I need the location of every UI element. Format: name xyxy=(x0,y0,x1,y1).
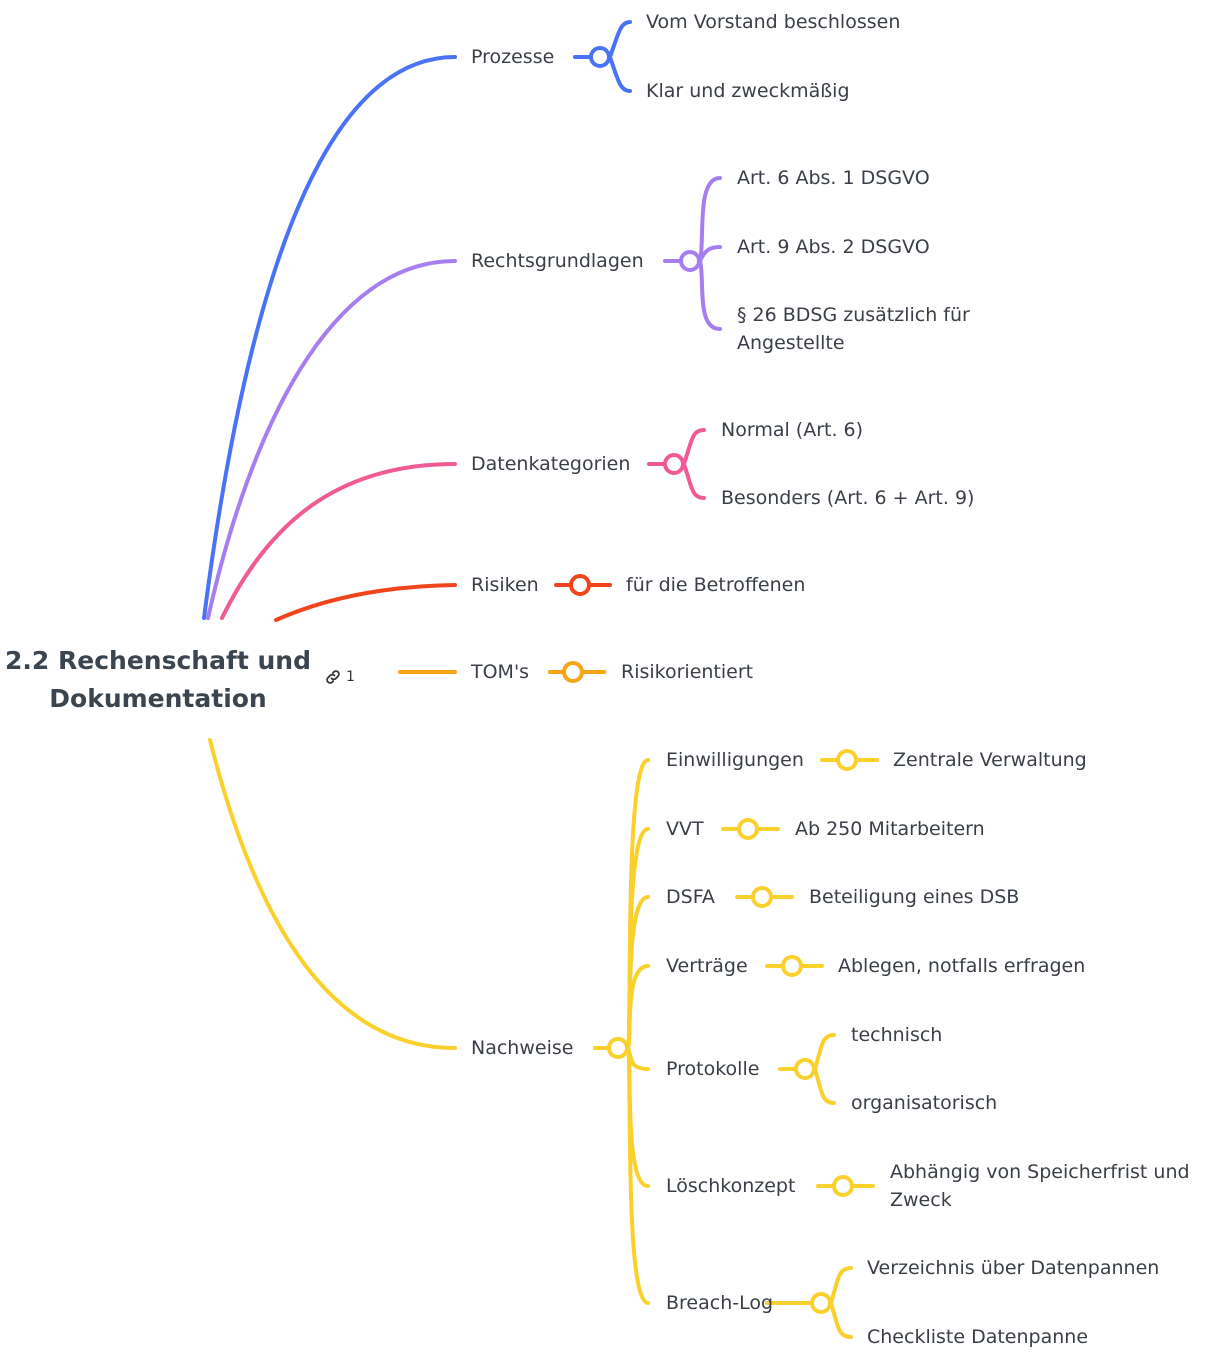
node-toms xyxy=(562,661,584,683)
subtopic-breachlog[interactable]: Breach-Log xyxy=(666,1292,774,1314)
subtopic-einwilligungen[interactable]: Einwilligungen xyxy=(666,749,804,771)
subtopic-besonders[interactable]: Besonders (Art. 6 + Art. 9) xyxy=(721,487,975,509)
link-count: 1 xyxy=(346,669,355,685)
leaf-beteiligung-dsb[interactable]: Beteiligung eines DSB xyxy=(809,886,1020,908)
topic-rechtsgrundlagen[interactable]: Rechtsgrundlagen xyxy=(471,250,644,272)
leaf-organisatorisch[interactable]: organisatorisch xyxy=(851,1092,998,1114)
connector-nachweise xyxy=(208,738,457,1050)
subtopic-art6[interactable]: Art. 6 Abs. 1 DSGVO xyxy=(737,167,930,189)
connector-prozesse xyxy=(202,55,457,620)
topic-nachweise[interactable]: Nachweise xyxy=(471,1037,574,1059)
root-link-badge[interactable]: 1 xyxy=(324,668,355,686)
topic-toms[interactable]: TOM's xyxy=(471,661,530,683)
connector-datenkategorien xyxy=(220,462,457,620)
topic-datenkategorien[interactable]: Datenkategorien xyxy=(471,453,631,475)
node-risiken xyxy=(569,574,591,596)
node-protokolle xyxy=(794,1058,816,1080)
root-title-line2: Dokumentation xyxy=(49,684,267,713)
node-rechtsgrundlagen xyxy=(679,250,701,272)
connector-rechtsgrundlagen xyxy=(206,259,457,620)
subtopic-betroffenen[interactable]: für die Betroffenen xyxy=(626,574,806,596)
node-prozesse xyxy=(589,46,611,68)
node-datenkategorien xyxy=(663,453,685,475)
node-breachlog xyxy=(810,1292,832,1314)
subtopic-protokolle[interactable]: Protokolle xyxy=(666,1058,760,1080)
root-topic[interactable]: 2.2 Rechenschaft und Dokumentation xyxy=(0,642,316,718)
leaf-ablegen[interactable]: Ablegen, notfalls erfragen xyxy=(838,955,1086,977)
subtopic-vvt[interactable]: VVT xyxy=(666,818,704,840)
subtopic-bdsg-line2: Angestellte xyxy=(737,332,845,354)
subtopic-klar[interactable]: Klar und zweckmäßig xyxy=(646,80,850,102)
subtopic-art9[interactable]: Art. 9 Abs. 2 DSGVO xyxy=(737,236,930,258)
root-title-line1: 2.2 Rechenschaft und xyxy=(5,646,311,675)
node-vertraege xyxy=(781,955,803,977)
leaf-ab-250[interactable]: Ab 250 Mitarbeitern xyxy=(795,818,985,840)
leaf-checkliste[interactable]: Checkliste Datenpanne xyxy=(867,1326,1089,1348)
subtopic-vertraege[interactable]: Verträge xyxy=(666,955,748,977)
subtopic-loeschkonzept[interactable]: Löschkonzept xyxy=(666,1175,796,1197)
subtopic-vom-vorstand[interactable]: Vom Vorstand beschlossen xyxy=(646,11,901,33)
leaf-verzeichnis[interactable]: Verzeichnis über Datenpannen xyxy=(867,1257,1160,1279)
topic-risiken[interactable]: Risiken xyxy=(471,574,539,596)
node-dsfa xyxy=(751,886,773,908)
subtopic-bdsg-line1[interactable]: § 26 BDSG zusätzlich für xyxy=(737,304,970,326)
leaf-abhaengig-line1[interactable]: Abhängig von Speicherfrist und xyxy=(890,1161,1190,1183)
node-vvt xyxy=(737,818,759,840)
node-einwilligungen xyxy=(836,749,858,771)
connector-risiken xyxy=(274,583,457,622)
leaf-abhaengig-line2: Zweck xyxy=(890,1189,952,1211)
link-icon xyxy=(326,670,340,684)
node-nachweise xyxy=(607,1037,629,1059)
subtopic-normal[interactable]: Normal (Art. 6) xyxy=(721,419,864,441)
topic-prozesse[interactable]: Prozesse xyxy=(471,46,555,68)
subtopic-dsfa[interactable]: DSFA xyxy=(666,886,715,908)
leaf-technisch[interactable]: technisch xyxy=(851,1024,943,1046)
node-loeschkonzept xyxy=(832,1175,854,1197)
subtopic-risikorientiert[interactable]: Risikorientiert xyxy=(621,661,754,683)
leaf-zentrale-verwaltung[interactable]: Zentrale Verwaltung xyxy=(893,749,1087,771)
